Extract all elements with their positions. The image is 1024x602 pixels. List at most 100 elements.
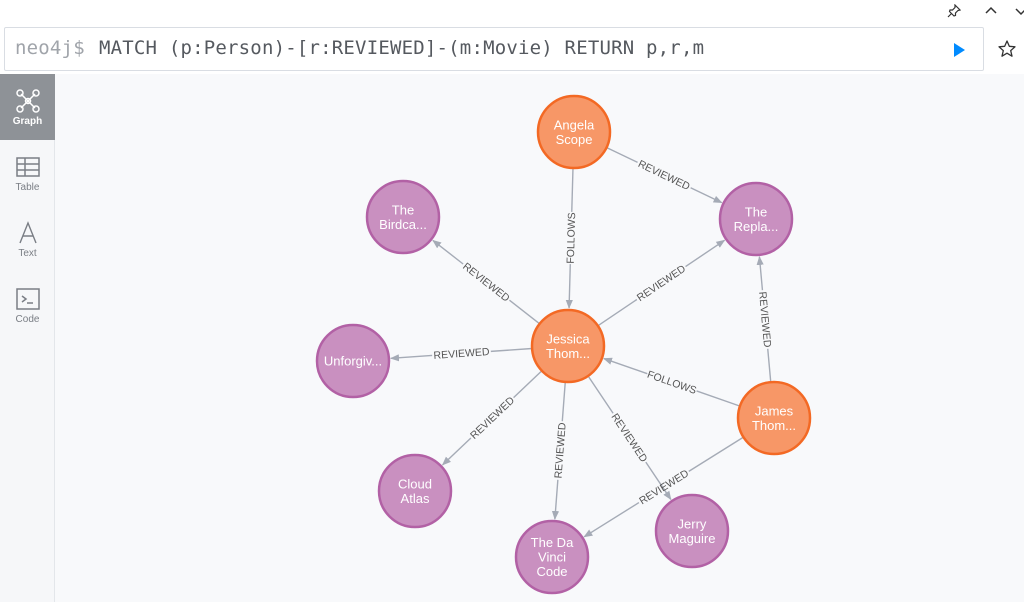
node-caption: Thom...	[752, 418, 796, 433]
node-caption: Cloud	[398, 476, 432, 491]
sidebar-item-label: Graph	[12, 116, 43, 127]
relationship-line[interactable]	[645, 461, 672, 501]
node-caption: Thom...	[546, 346, 590, 361]
node-caption: Scope	[556, 132, 593, 147]
relationship-line[interactable]	[561, 381, 566, 422]
relationship-line[interactable]	[767, 348, 772, 383]
movie-node-birdcage[interactable]: TheBirdca...	[365, 179, 441, 255]
node-caption: The	[392, 202, 414, 217]
play-icon	[954, 43, 965, 57]
relationship-line[interactable]	[603, 357, 648, 375]
movie-node-replacements[interactable]: TheRepla...	[718, 181, 794, 257]
node-caption: Unforgiv...	[324, 354, 382, 369]
relationship-line[interactable]	[571, 167, 574, 212]
star-icon	[998, 40, 1016, 57]
pin-icon[interactable]	[945, 3, 963, 22]
relationship-reviewed[interactable]: REVIEWED	[432, 239, 541, 325]
run-query-button[interactable]	[949, 40, 969, 60]
chevron-down-icon[interactable]	[1014, 4, 1024, 22]
node-caption: Birdca...	[379, 217, 427, 232]
relationship-line[interactable]	[597, 298, 638, 327]
person-node-jessica[interactable]: JessicaThom...	[530, 308, 606, 384]
relationship-follows[interactable]: FOLLOWS	[603, 357, 741, 407]
relationship-reviewed[interactable]: REVIEWED	[587, 375, 672, 501]
relationship-follows[interactable]: FOLLOWS	[565, 167, 578, 309]
favorite-button[interactable]	[996, 38, 1018, 60]
node-circle[interactable]	[530, 308, 606, 384]
relationship-line[interactable]	[513, 370, 543, 399]
node-caption: Jessica	[546, 331, 590, 346]
relationship-line[interactable]	[606, 146, 638, 164]
sidebar-item-code[interactable]: Code	[0, 272, 55, 338]
relationship-line[interactable]	[690, 187, 723, 204]
cypher-query-text[interactable]: MATCH (p:Person)-[r:REVIEWED]-(m:Movie) …	[99, 37, 705, 59]
node-caption: The Da	[531, 535, 574, 550]
movie-node-unforgiven[interactable]: Unforgiv...	[315, 323, 391, 399]
chevron-up-icon[interactable]	[982, 4, 1000, 22]
relationship-line[interactable]	[551, 479, 560, 521]
node-caption: Atlas	[401, 491, 430, 506]
relationship-reviewed[interactable]: REVIEWED	[390, 346, 533, 362]
relationship-label: REVIEWED	[756, 291, 773, 348]
relationship-line[interactable]	[688, 436, 744, 472]
node-circle[interactable]	[718, 181, 794, 257]
relationship-label: REVIEWED	[636, 158, 692, 193]
node-caption: Angela	[554, 117, 595, 132]
relationship-line[interactable]	[583, 501, 640, 538]
node-caption: The	[745, 204, 767, 219]
text-icon	[18, 221, 37, 244]
relationship-reviewed[interactable]: REVIEWED	[597, 239, 726, 327]
sidebar-item-text[interactable]: Text	[0, 206, 55, 272]
node-circle[interactable]	[365, 179, 441, 255]
relationship-line[interactable]	[685, 239, 726, 268]
relationship-reviewed[interactable]: REVIEWED	[606, 146, 723, 204]
relationship-label: REVIEWED	[433, 346, 490, 362]
sidebar-item-label: Table	[15, 182, 40, 193]
sidebar-item-label: Code	[15, 314, 40, 325]
person-node-james[interactable]: JamesThom...	[736, 380, 812, 456]
sidebar-item-graph[interactable]: Graph	[0, 74, 55, 140]
node-circle[interactable]	[377, 453, 453, 529]
relationship-label: FOLLOWS	[565, 212, 578, 264]
graph-canvas[interactable]: REVIEWED FOLLOWS REVIEWED REVIEWED REVIEWED R…	[55, 74, 1024, 602]
relationship-reviewed[interactable]: REVIEWED	[441, 370, 543, 466]
node-circle[interactable]	[654, 493, 730, 569]
relationship-reviewed[interactable]: REVIEWED	[756, 255, 773, 383]
node-circle[interactable]	[315, 323, 391, 399]
relationship-label: REVIEWED	[552, 422, 568, 479]
node-caption: Jerry	[678, 516, 707, 531]
relationship-label: REVIEWED	[460, 261, 512, 305]
code-icon	[15, 288, 40, 310]
node-caption: Code	[536, 564, 567, 579]
graph-visualization[interactable]: REVIEWED FOLLOWS REVIEWED REVIEWED REVIEWED R…	[55, 74, 1024, 602]
relationship-line[interactable]	[565, 264, 573, 309]
relationship-line[interactable]	[587, 375, 614, 414]
relationship-label: REVIEWED	[468, 394, 517, 442]
relationship-line[interactable]	[756, 255, 764, 291]
relationship-line[interactable]	[441, 437, 472, 466]
relationship-line[interactable]	[390, 354, 433, 362]
sidebar-item-table[interactable]: Table	[0, 140, 55, 206]
editor-prompt: neo4j$	[15, 37, 85, 59]
relationship-label: FOLLOWS	[646, 369, 698, 397]
node-circle[interactable]	[736, 380, 812, 456]
graph-icon	[15, 89, 40, 113]
relationship-reviewed[interactable]: REVIEWED	[551, 381, 569, 521]
relationship-line[interactable]	[696, 390, 741, 407]
node-caption: Vinci	[538, 550, 566, 565]
relationship-label: REVIEWED	[635, 263, 688, 305]
result-view-sidebar: Graph Table Text Code	[0, 74, 55, 602]
relationship-label: REVIEWED	[608, 411, 649, 465]
relationship-line[interactable]	[432, 239, 464, 265]
node-caption: James	[755, 403, 794, 418]
relationship-line[interactable]	[490, 347, 533, 353]
relationship-line[interactable]	[509, 299, 541, 325]
node-circle[interactable]	[536, 94, 612, 170]
node-circle[interactable]	[514, 519, 590, 595]
node-caption: Repla...	[734, 219, 779, 234]
query-editor[interactable]: neo4j$ MATCH (p:Person)-[r:REVIEWED]-(m:…	[4, 27, 984, 71]
